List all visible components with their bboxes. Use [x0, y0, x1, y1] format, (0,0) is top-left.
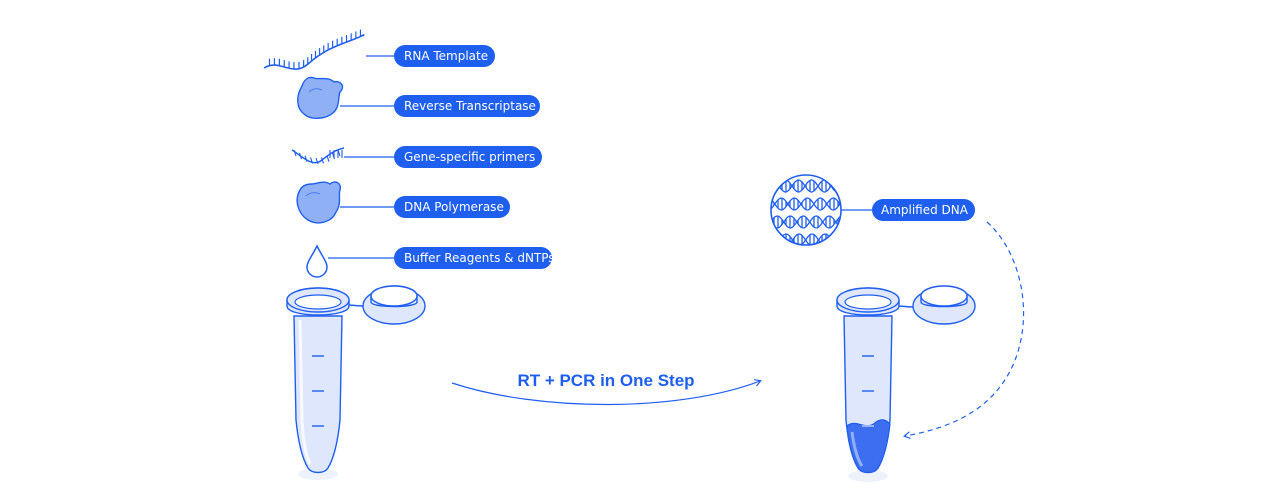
svg-text:Amplified DNA: Amplified DNA: [881, 203, 969, 217]
svg-text:Gene-specific primers: Gene-specific primers: [404, 150, 535, 164]
microcentrifuge-tube-icon: [286, 285, 426, 480]
label-rna-template: RNA Template: [394, 45, 495, 67]
dna-helix-icon: [770, 174, 842, 246]
enzyme-blob-icon: [296, 181, 342, 224]
label-amplified-dna: Amplified DNA: [872, 199, 975, 221]
enzyme-blob-icon: [297, 76, 344, 119]
label-gene-specific-primers: Gene-specific primers: [394, 146, 542, 168]
label-reverse-transcriptase: Reverse Transcriptase: [394, 95, 540, 117]
svg-text:Buffer Reagents & dNTPs: Buffer Reagents & dNTPs: [404, 251, 555, 265]
microcentrifuge-tube-icon: [836, 285, 976, 482]
process-label: RT + PCR in One Step: [517, 371, 694, 390]
label-buffer-reagents: Buffer Reagents & dNTPs: [394, 247, 555, 269]
svg-text:RNA Template: RNA Template: [404, 49, 488, 63]
dashed-arrow: [903, 221, 1025, 440]
droplet-icon: [306, 244, 328, 278]
process-arrow: [451, 379, 762, 406]
primer-strand-icon: [291, 147, 345, 165]
label-dna-polymerase: DNA Polymerase: [394, 196, 510, 218]
svg-text:DNA Polymerase: DNA Polymerase: [404, 200, 504, 214]
svg-text:Reverse Transcriptase: Reverse Transcriptase: [404, 99, 536, 113]
rna-strand-icon: [263, 29, 365, 70]
